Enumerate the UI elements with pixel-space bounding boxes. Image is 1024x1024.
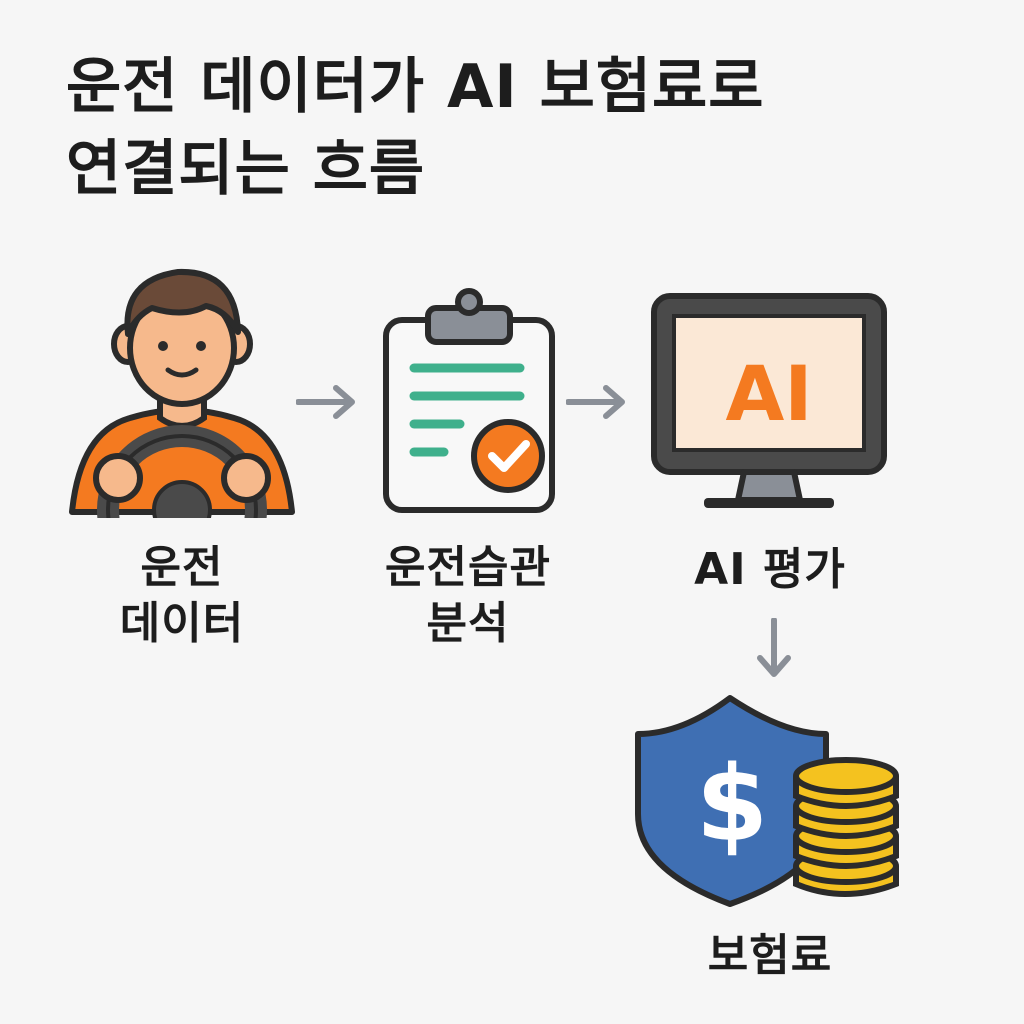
title-line-2: 연결되는 흐름 [66, 134, 426, 204]
title-line-1: 운전 데이터가 AI 보험료로 [66, 52, 765, 122]
step-label-ai-evaluation: AI 평가 [694, 544, 846, 595]
ai-monitor-icon: AI [651, 293, 887, 508]
step-label-driving-data: 운전 데이터 [119, 542, 245, 649]
step-label-premium: 보험료 [707, 930, 833, 981]
page-title: 운전 데이터가 AI 보험료로 연결되는 흐름 [66, 46, 966, 210]
ai-screen-text: AI [725, 349, 812, 438]
arrow-down-icon [757, 618, 791, 677]
step-label-habit-analysis: 운전습관 분석 [385, 542, 551, 649]
arrow-right-icon [566, 385, 625, 419]
insurance-shield-coins-icon: $ [635, 695, 899, 907]
driver-icon [69, 268, 295, 518]
dollar-sign-text: $ [696, 743, 768, 865]
clipboard-check-icon [383, 288, 555, 513]
arrow-right-icon [296, 385, 355, 419]
